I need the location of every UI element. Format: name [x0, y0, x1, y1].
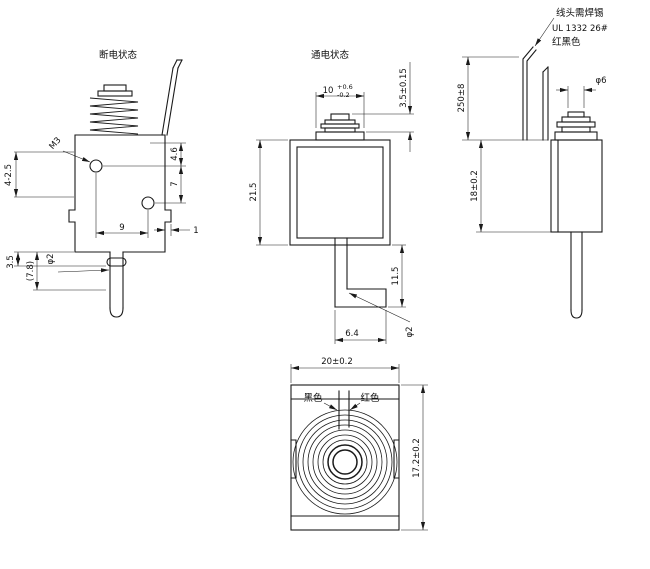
dim-rod-drop: 11.5 [391, 267, 401, 286]
top-dimensions: 20±0.2 17.2±0.2 黑色 红色 [290, 357, 428, 531]
dim-wire-length: 250±8 [457, 84, 467, 113]
dim-body-height: 18±0.2 [470, 170, 480, 201]
dim-tab: 1 [193, 226, 198, 236]
view-deenergized: 断电状态 4-2.5 3.5 [4, 49, 199, 318]
dim-overall-height: 21.5 [249, 183, 259, 202]
dim-stroke-tol-up: +0.6 [337, 83, 353, 91]
side-body-outline [522, 46, 603, 319]
view-top: 20±0.2 17.2±0.2 黑色 红色 [290, 357, 428, 531]
anti-rotation-pin [106, 257, 127, 267]
coil-turns [292, 409, 398, 515]
dim-hole-pitch-v: 7 [170, 181, 180, 186]
wire-black-label: 黑色 [303, 392, 323, 404]
dim-rod-dia-on: φ2 [405, 326, 415, 337]
center-bore [327, 444, 363, 480]
view-deenergized-title: 断电状态 [99, 49, 138, 61]
dim-left-holes: 4-2.5 [4, 164, 14, 186]
thread-label-m3: M3 [48, 136, 64, 152]
dim-width: 20±0.2 [321, 357, 352, 367]
dim-stroke: 10 [323, 86, 334, 96]
dim-hole-pitch-h: 9 [119, 223, 124, 233]
deenergized-body-outline [68, 59, 183, 318]
note-wire-color: 红黑色 [552, 36, 581, 48]
energized-body-outline [289, 113, 391, 308]
energized-dimensions: 10 +0.6 -0.2 3.5±0.15 21.5 11.5 6.4 φ2 [249, 62, 415, 344]
dim-stroke-tol-dn: -0.2 [337, 91, 350, 99]
dim-foot: 6.4 [345, 329, 359, 339]
deenergized-dimensions: 4-2.5 3.5 (7.8) φ2 M3 4.6 7 9 [4, 136, 199, 291]
return-spring [89, 97, 139, 135]
armature-foot [334, 288, 387, 308]
side-dimensions: φ6 250±8 18±0.2 [457, 17, 607, 233]
dim-depth: 17.2±0.2 [412, 438, 422, 478]
view-side: 线头需焊锡 UL 1332 26# 红黑色 φ6 [457, 7, 608, 319]
wire-red-label: 红色 [360, 392, 380, 404]
dim-rod-dia-off: φ2 [46, 253, 56, 264]
dim-cap-height: 3.5±0.15 [399, 68, 409, 108]
dim-ref: (7.8) [26, 261, 36, 281]
dim-top-to-hole: 4.6 [170, 147, 180, 161]
dim-pin: 3.5 [6, 255, 16, 269]
note-solder: 线头需焊锡 [556, 7, 604, 19]
top-body-outline [290, 384, 400, 531]
lead-wire [522, 46, 534, 141]
dim-cap-dia: φ6 [595, 76, 606, 86]
view-energized-title: 通电状态 [311, 49, 350, 61]
view-energized: 通电状态 10 +0.6 -0.2 3.5±0.15 [249, 49, 415, 344]
note-ul-spec: UL 1332 26# [552, 24, 608, 34]
